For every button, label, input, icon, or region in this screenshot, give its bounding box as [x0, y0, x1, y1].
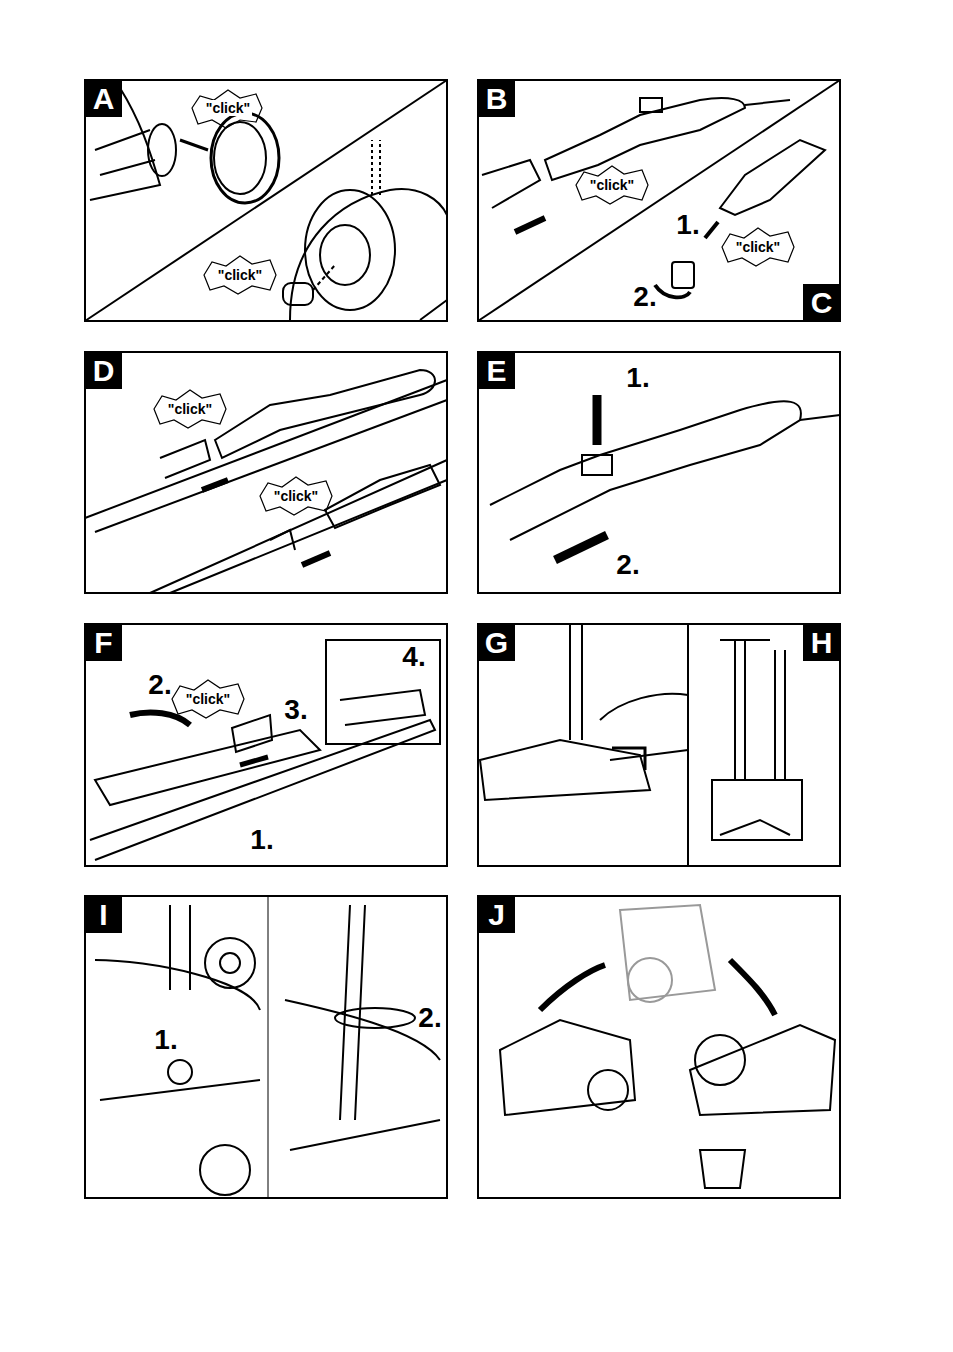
click-sound-label: "click" — [216, 267, 264, 283]
panel-letter-box: H — [803, 624, 840, 661]
step-number: 3. — [284, 696, 307, 724]
panel-letter-box: B — [478, 80, 515, 117]
panel-letter: C — [811, 288, 833, 318]
panel-letter: G — [485, 628, 508, 658]
panel-letter: D — [93, 356, 115, 386]
panel-letter-box: D — [85, 352, 122, 389]
click-sound-label: "click" — [184, 691, 232, 707]
click-sound-label: "click" — [166, 401, 214, 417]
click-sound-label: "click" — [588, 177, 636, 193]
click-sound-label: "click" — [272, 488, 320, 504]
panel-letter: H — [811, 628, 833, 658]
panel-letter: B — [486, 84, 508, 114]
panel-letter-box: C — [803, 284, 840, 321]
panel-letter: J — [488, 900, 505, 930]
panel-letter: E — [486, 356, 506, 386]
panel-letter-box: F — [85, 624, 122, 661]
step-number: 2. — [616, 551, 639, 579]
panel-letter-box: G — [478, 624, 515, 661]
panel-letter-box: A — [85, 80, 122, 117]
step-number: 1. — [626, 364, 649, 392]
step-number: 1. — [250, 826, 273, 854]
panel-letter: I — [99, 900, 107, 930]
step-number: 1. — [676, 211, 699, 239]
click-sound-label: "click" — [734, 239, 782, 255]
panel-letter-box: E — [478, 352, 515, 389]
step-number: 1. — [154, 1026, 177, 1054]
step-number: 2. — [418, 1004, 441, 1032]
panel-letter: F — [94, 628, 112, 658]
panel-letter: A — [93, 84, 115, 114]
click-sound-label: "click" — [204, 100, 252, 116]
panel-letter-box: J — [478, 896, 515, 933]
step-number: 2. — [633, 283, 656, 311]
step-number: 2. — [148, 671, 171, 699]
panel-letter-box: I — [85, 896, 122, 933]
step-number: 4. — [402, 643, 425, 671]
